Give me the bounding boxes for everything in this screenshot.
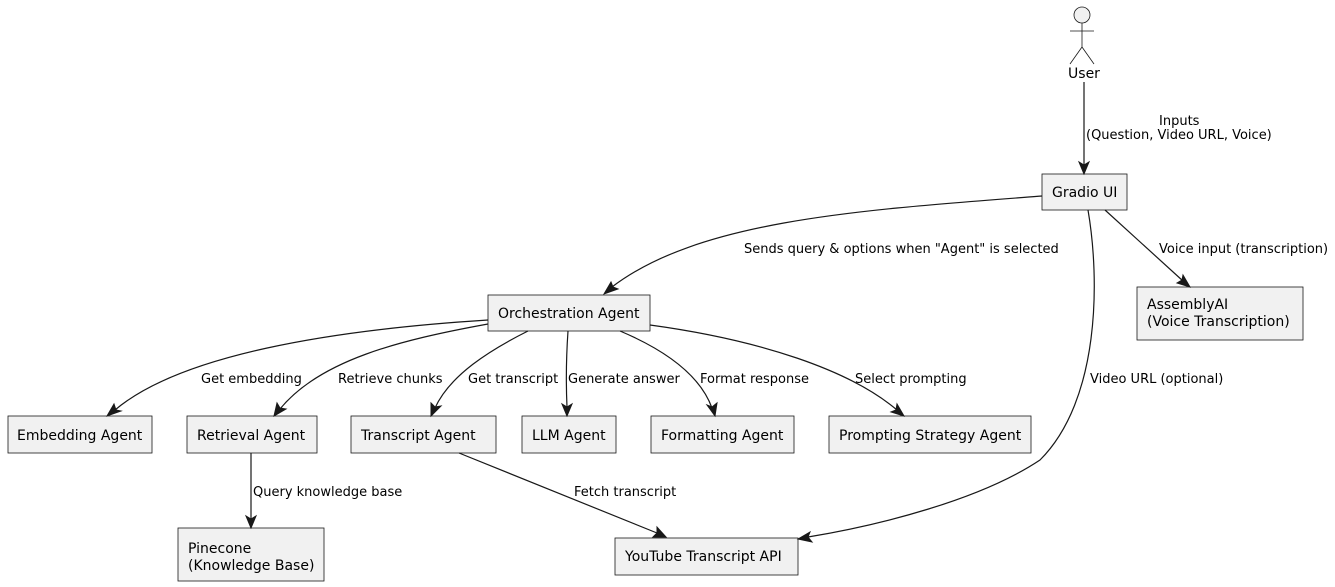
edge-orch-to-prompting-label: Select prompting bbox=[855, 372, 967, 387]
assemblyai-label: AssemblyAI (Voice Transcription) bbox=[1147, 297, 1290, 330]
edge-orch-to-formatting-label: Format response bbox=[700, 372, 809, 387]
assemblyai-node: AssemblyAI (Voice Transcription) bbox=[1136, 286, 1304, 341]
edge-gradio-to-youtube-label: Video URL (optional) bbox=[1090, 372, 1223, 387]
edge-orch-to-embedding-label: Get embedding bbox=[201, 372, 302, 387]
orchestration-agent-label: Orchestration Agent bbox=[498, 306, 640, 322]
edge-retrieval-to-pinecone: Query knowledge base bbox=[244, 453, 402, 530]
edge-orch-to-formatting: Format response bbox=[619, 330, 809, 418]
orchestration-agent-node: Orchestration Agent bbox=[487, 294, 651, 332]
transcript-agent-node: Transcript Agent bbox=[350, 415, 497, 454]
pinecone-node: Pinecone (Knowledge Base) bbox=[177, 527, 325, 582]
edge-retrieval-to-pinecone-label: Query knowledge base bbox=[253, 485, 402, 500]
edge-orch-to-retrieval: Retrieve chunks bbox=[273, 323, 489, 418]
retrieval-agent-node: Retrieval Agent bbox=[186, 415, 318, 454]
edge-orch-to-embedding: Get embedding bbox=[105, 319, 489, 417]
edge-gradio-to-orchestration-label: Sends query & options when "Agent" is se… bbox=[744, 242, 1059, 257]
youtube-transcript-api-label: YouTube Transcript API bbox=[624, 549, 782, 565]
edge-transcript-to-youtube: Fetch transcript bbox=[458, 452, 676, 538]
embedding-agent-node: Embedding Agent bbox=[7, 415, 153, 454]
user-actor-label: User bbox=[1068, 66, 1100, 82]
edge-orch-to-transcript: Get transcript bbox=[430, 330, 558, 418]
edge-user-to-gradio: Inputs (Question, Video URL, Voice) bbox=[1077, 82, 1272, 176]
edge-orch-to-retrieval-label: Retrieve chunks bbox=[338, 372, 443, 387]
transcript-agent-label: Transcript Agent bbox=[360, 428, 476, 444]
edge-gradio-to-assemblyai-label: Voice input (transcription) bbox=[1159, 242, 1328, 257]
edge-orch-to-llm: Generate answer bbox=[560, 330, 680, 418]
llm-agent-label: LLM Agent bbox=[532, 428, 606, 444]
user-actor: User bbox=[1068, 6, 1100, 82]
gradio-ui-label: Gradio UI bbox=[1052, 185, 1117, 201]
youtube-transcript-api-node: YouTube Transcript API bbox=[614, 537, 799, 576]
prompting-strategy-agent-node: Prompting Strategy Agent bbox=[828, 415, 1032, 454]
prompting-strategy-agent-label: Prompting Strategy Agent bbox=[839, 428, 1022, 444]
edge-gradio-to-youtube: Video URL (optional) bbox=[796, 209, 1223, 543]
edge-orch-to-transcript-label: Get transcript bbox=[468, 372, 558, 387]
edge-transcript-to-youtube-label: Fetch transcript bbox=[574, 485, 676, 500]
formatting-agent-label: Formatting Agent bbox=[661, 428, 784, 444]
edge-orch-to-llm-label: Generate answer bbox=[568, 372, 680, 387]
formatting-agent-node: Formatting Agent bbox=[650, 415, 795, 454]
retrieval-agent-label: Retrieval Agent bbox=[197, 428, 306, 444]
edge-gradio-to-assemblyai: Voice input (transcription) bbox=[1104, 209, 1328, 288]
llm-agent-node: LLM Agent bbox=[521, 415, 617, 454]
gradio-ui-node: Gradio UI bbox=[1041, 173, 1128, 211]
edge-gradio-to-orchestration: Sends query & options when "Agent" is se… bbox=[602, 195, 1059, 295]
pinecone-label: Pinecone (Knowledge Base) bbox=[188, 541, 314, 574]
edge-user-to-gradio-label: Inputs (Question, Video URL, Voice) bbox=[1086, 114, 1272, 143]
edge-orch-to-prompting: Select prompting bbox=[649, 324, 967, 417]
embedding-agent-label: Embedding Agent bbox=[17, 428, 143, 444]
